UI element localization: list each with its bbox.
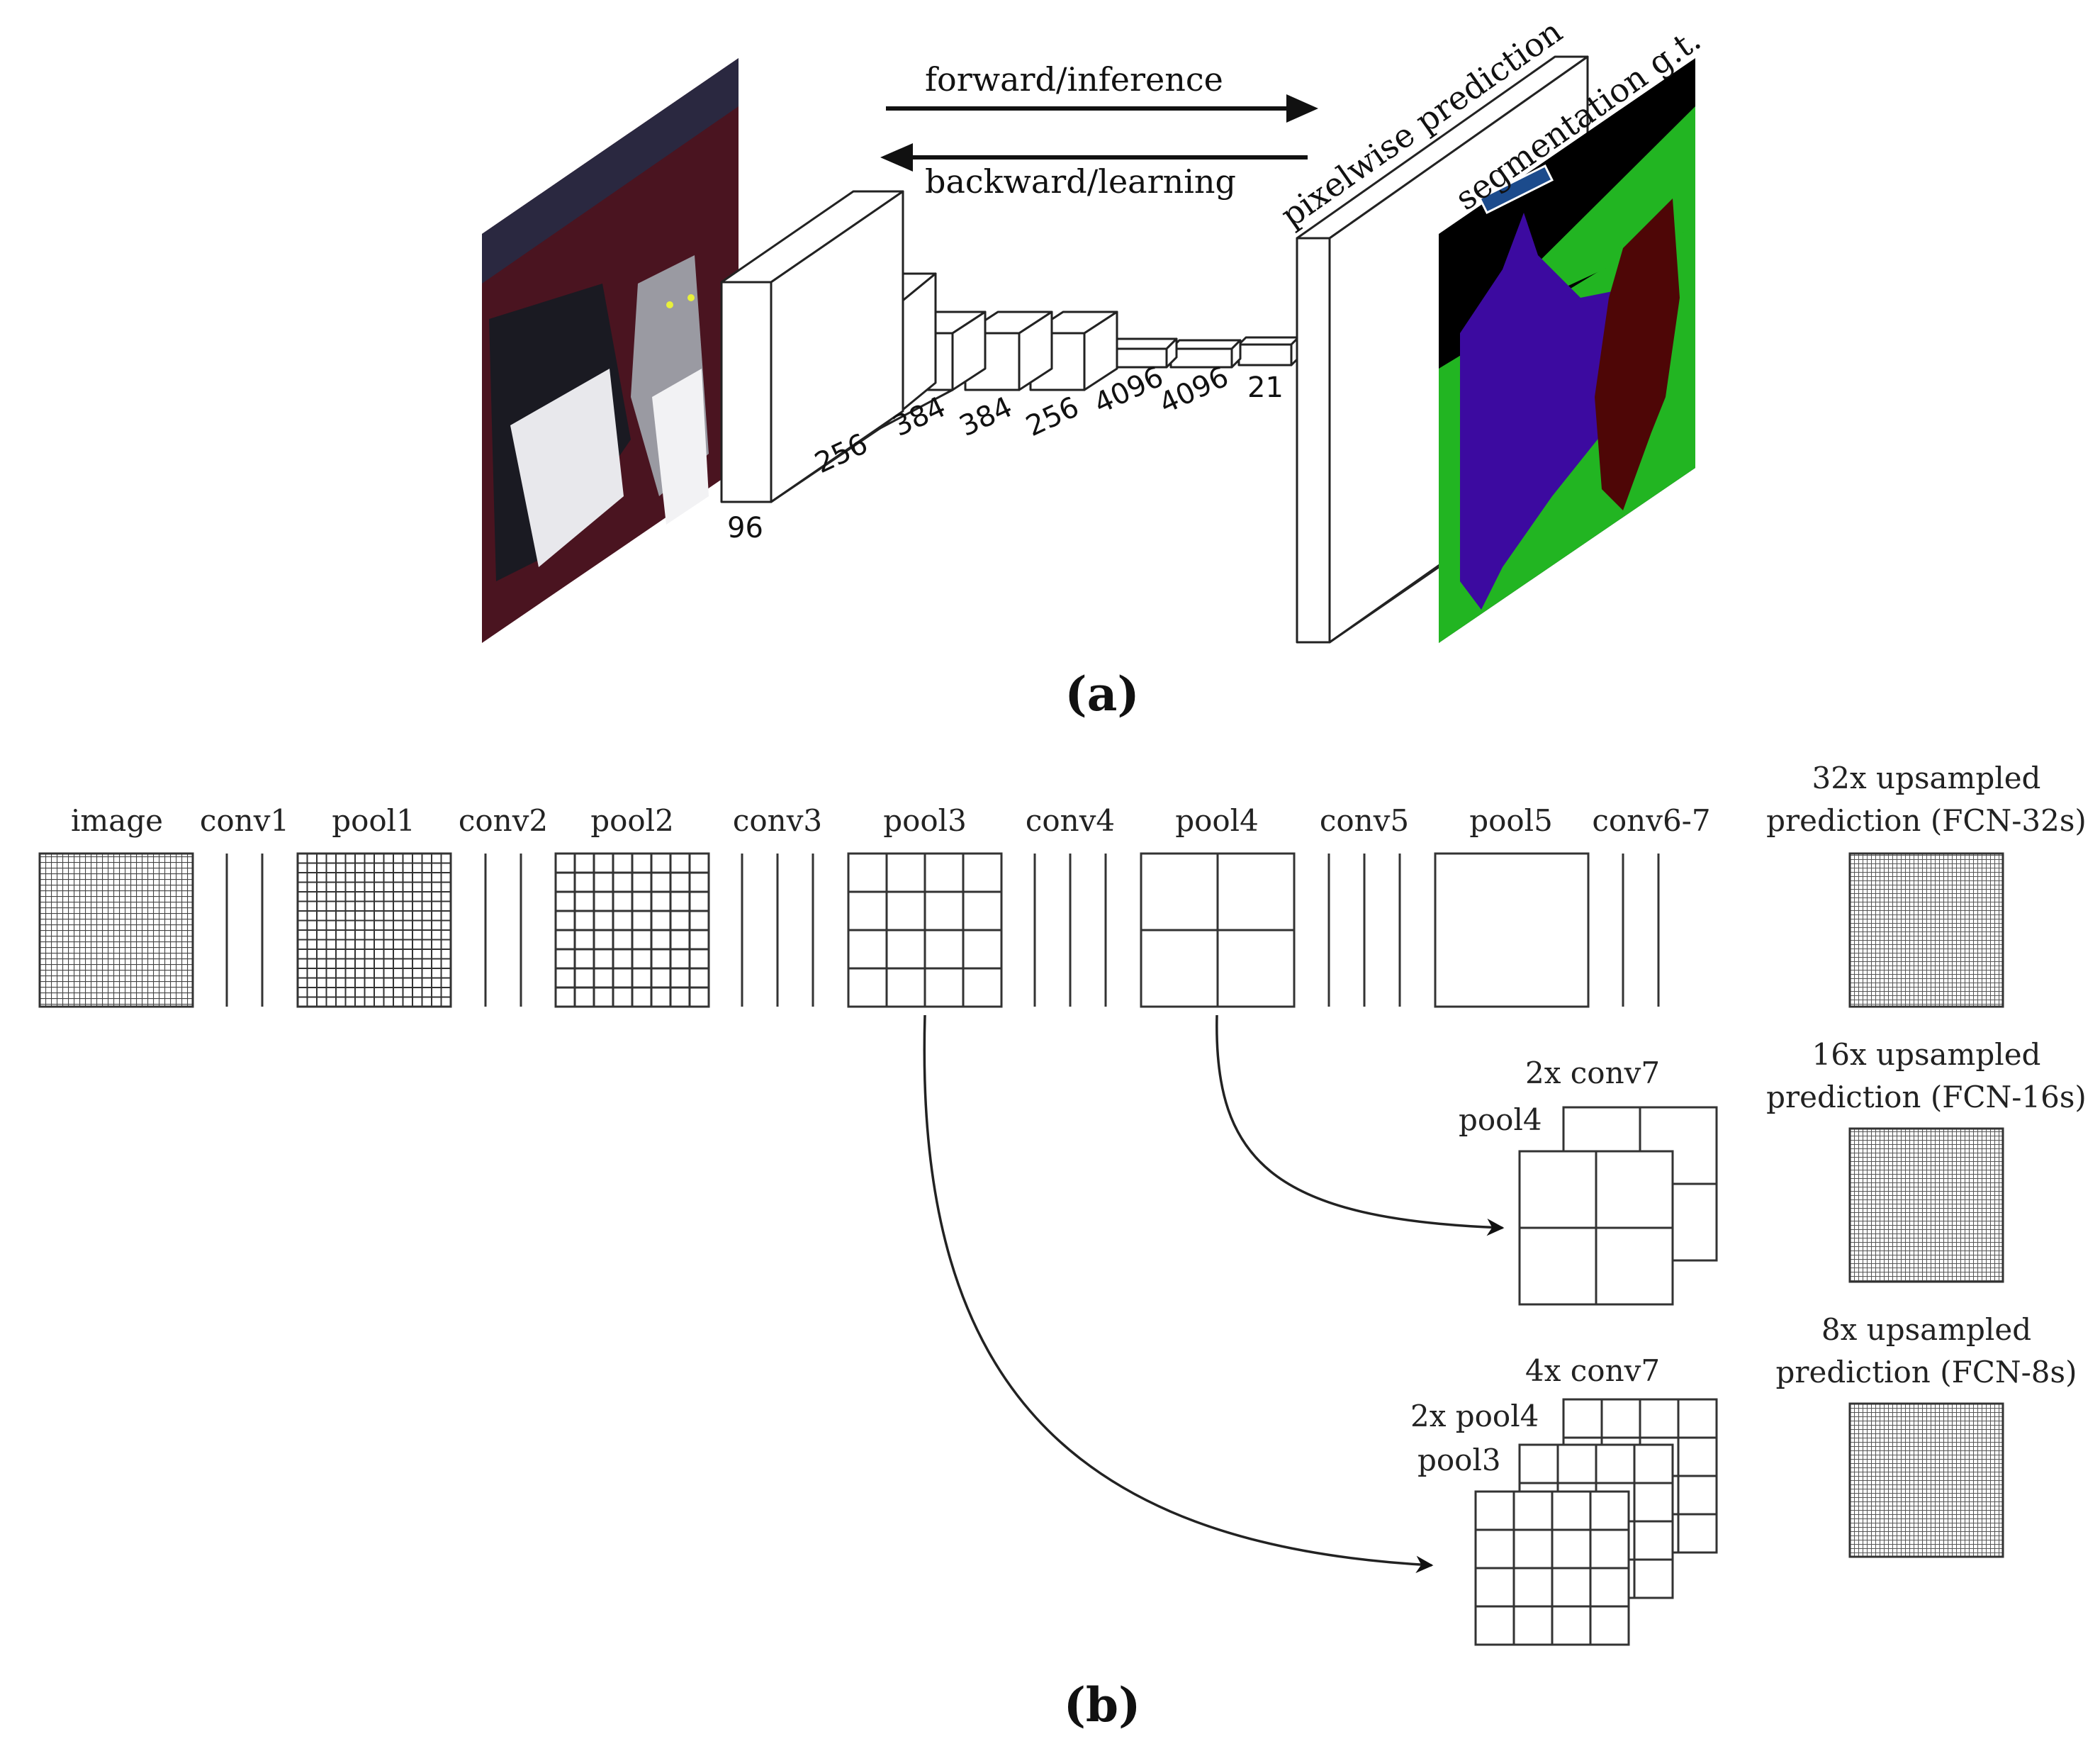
stage-conv4: conv4 bbox=[1026, 803, 1115, 838]
panel-a: 96 256 384 384 256 4096 4096 21 forward/… bbox=[482, 12, 1707, 722]
stage-pool5: pool5 bbox=[1469, 803, 1553, 838]
panel-a-label: (a) bbox=[1065, 666, 1139, 722]
fcn8s-output-map bbox=[1848, 1402, 2004, 1558]
backward-arrowhead bbox=[880, 143, 913, 172]
fcn32s-output-map bbox=[1848, 852, 2004, 1008]
fcn8s-line2: prediction (FCN-8s) bbox=[1776, 1355, 2077, 1389]
layer-size-96: 96 bbox=[727, 512, 763, 544]
pool2-grid bbox=[554, 852, 710, 1008]
fcn32s-line1: 32x upsampled bbox=[1812, 761, 2041, 795]
stage-conv1: conv1 bbox=[200, 803, 289, 838]
stage-pool1: pool1 bbox=[332, 803, 415, 838]
stage-conv2: conv2 bbox=[459, 803, 548, 838]
backward-learning-label: backward/learning bbox=[925, 162, 1236, 201]
forward-arrowhead bbox=[1286, 94, 1318, 123]
stage-pool2: pool2 bbox=[590, 803, 674, 838]
stage-image: image bbox=[71, 803, 163, 838]
pooled-grids bbox=[296, 852, 1718, 1646]
layer-size-384b: 384 bbox=[955, 391, 1018, 443]
pool1-grid bbox=[296, 852, 452, 1008]
fuse8-pool3-grid bbox=[1474, 1490, 1630, 1646]
fuse16-pool4-label: pool4 bbox=[1459, 1102, 1542, 1137]
skip-connections bbox=[923, 1014, 1505, 1574]
fcn8s-line1: 8x upsampled bbox=[1821, 1312, 2031, 1347]
fcn16s-line2: prediction (FCN-16s) bbox=[1766, 1080, 2087, 1114]
fuse-labels: 2x conv7 pool4 4x conv7 2x pool4 pool3 bbox=[1410, 1056, 1660, 1477]
layer-size-21: 21 bbox=[1247, 371, 1284, 404]
fcn32s-line2: prediction (FCN-32s) bbox=[1766, 803, 2087, 838]
segmentation-gt bbox=[1439, 58, 1695, 643]
fuse16-2x-conv7-label: 2x conv7 bbox=[1525, 1056, 1660, 1090]
pool3-grid bbox=[847, 852, 1003, 1008]
direction-arrows: forward/inference backward/learning bbox=[880, 60, 1318, 201]
fuse16-pool4-grid bbox=[1518, 1150, 1674, 1306]
pool4-skip-arrow bbox=[1215, 1014, 1505, 1236]
pool4-grid bbox=[1140, 852, 1296, 1008]
conv-lines bbox=[225, 854, 1660, 1007]
fcn16s-line1: 16x upsampled bbox=[1812, 1037, 2041, 1072]
stage-pool3: pool3 bbox=[883, 803, 967, 838]
pool5-grid bbox=[1434, 852, 1590, 1008]
stage-conv5: conv5 bbox=[1320, 803, 1409, 838]
fuse8-4x-conv7-label: 4x conv7 bbox=[1525, 1353, 1660, 1388]
input-photo bbox=[482, 58, 739, 643]
forward-inference-label: forward/inference bbox=[925, 60, 1223, 99]
layer-size-256b: 256 bbox=[1021, 391, 1084, 443]
image-grid bbox=[38, 852, 194, 1008]
panel-b: image conv1 pool1 conv2 pool2 conv3 pool… bbox=[38, 761, 2087, 1733]
stage-pool4: pool4 bbox=[1175, 803, 1259, 838]
fcn16s-output-map bbox=[1848, 1127, 2004, 1283]
stage-conv3: conv3 bbox=[733, 803, 822, 838]
stage-conv6-7: conv6-7 bbox=[1592, 803, 1710, 838]
layer-size-4096b: 4096 bbox=[1155, 360, 1234, 420]
panel-b-label: (b) bbox=[1064, 1677, 1141, 1733]
fuse8-2x-pool4-label: 2x pool4 bbox=[1410, 1399, 1539, 1433]
output-maps bbox=[1848, 852, 2004, 1558]
output-labels: 32x upsampled prediction (FCN-32s) 16x u… bbox=[1766, 761, 2087, 1389]
pool3-skip-arrow bbox=[923, 1014, 1434, 1574]
fuse8-pool3-label: pool3 bbox=[1417, 1443, 1501, 1477]
stage-labels: image conv1 pool1 conv2 pool2 conv3 pool… bbox=[71, 803, 1711, 838]
